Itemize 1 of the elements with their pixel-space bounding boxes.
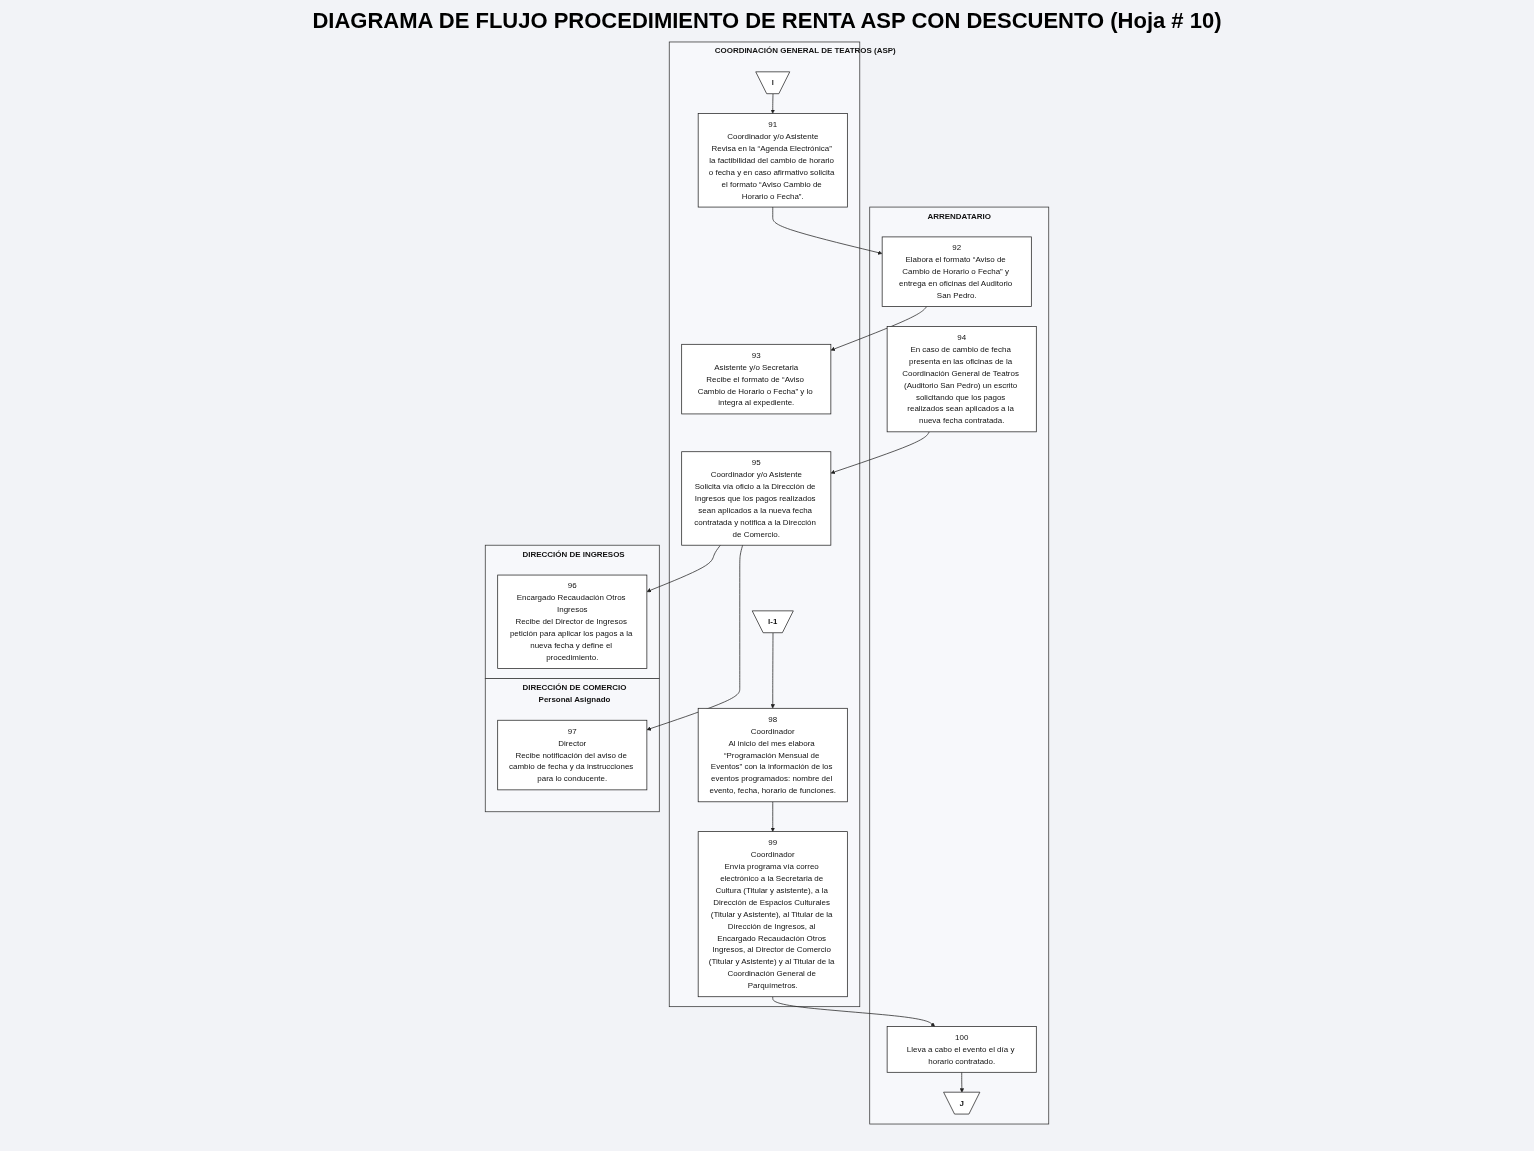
diagram-title: DIAGRAMA DE FLUJO PROCEDIMIENTO DE RENTA ASP CON DESCUENTO (Hoja # 10): [311, 8, 1223, 34]
